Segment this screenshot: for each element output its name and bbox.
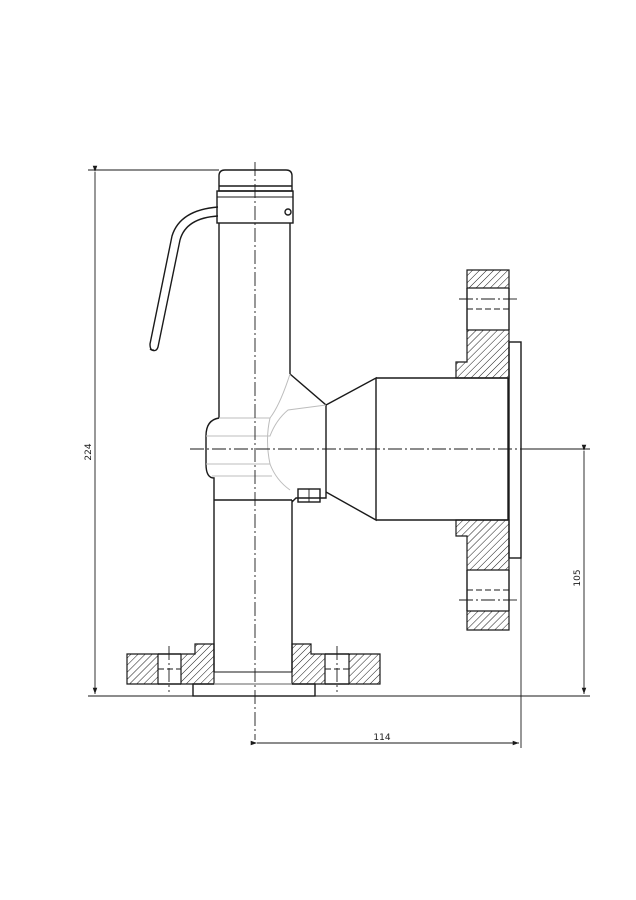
dim-label-224: 224 — [84, 443, 94, 460]
dimension-branch-height: 105 — [315, 444, 590, 697]
center-lines — [190, 162, 570, 740]
vertical-body — [205, 223, 327, 673]
side-flange — [455, 269, 522, 631]
dimension-overall-height: 224 — [84, 165, 219, 697]
dim-label-114: 114 — [373, 733, 390, 743]
lever-handle — [149, 206, 219, 352]
dim-label-105: 105 — [573, 569, 583, 586]
bottom-flange — [126, 643, 381, 697]
dimension-branch-offset: 114 — [250, 558, 522, 748]
